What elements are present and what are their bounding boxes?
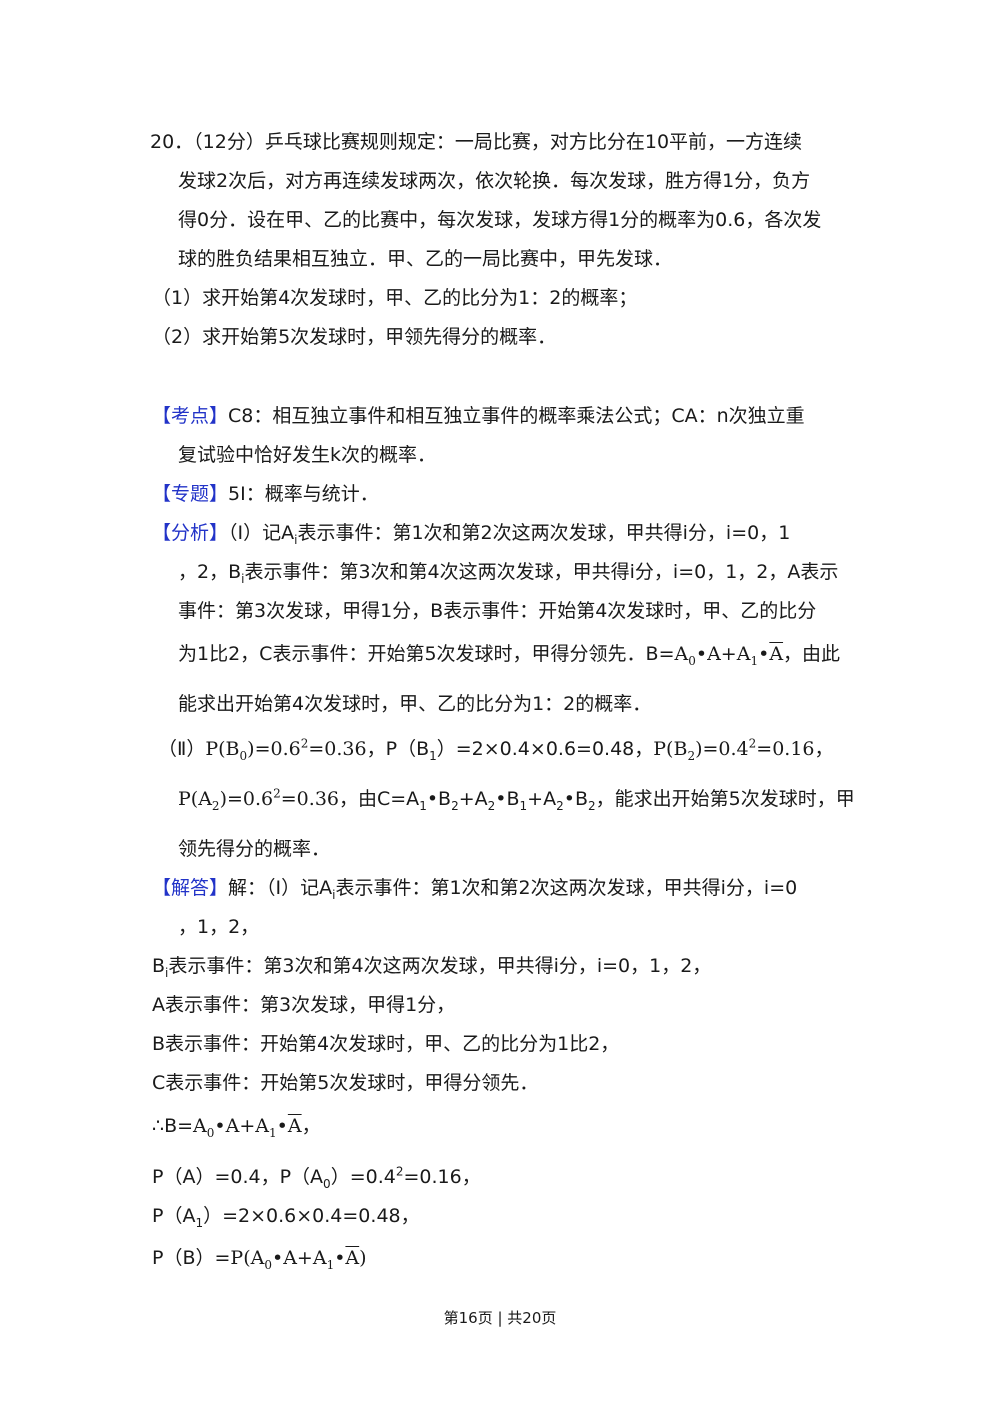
jieda-line-6: C表示事件：开始第5次发球时，甲得分领先． — [152, 1072, 539, 1094]
fenxi-line-3: 事件：第3次发球，甲得1分，B表示事件：开始第4次发球时，甲、乙的比分 — [178, 600, 817, 622]
jieda-tag: 【解答】 — [152, 877, 229, 899]
question-2: （2）求开始第5次发球时，甲领先得分的概率． — [152, 326, 557, 348]
problem-line-1: 20．（12分）乒乓球比赛规则规定：一局比赛，对方比分在10平前，一方连续 — [150, 131, 803, 153]
problem-line-2: 发球2次后，对方再连续发球两次，依次轮换．每次发球，胜方得1分，负方 — [178, 170, 811, 192]
problem-line-4: 球的胜负结果相互独立．甲、乙的一局比赛中，甲先发球． — [178, 248, 673, 270]
formula-b-expression-2: A0•A+A1•A， — [193, 1115, 321, 1140]
formula-p-a2: P(A2)=0.62=0.36 — [178, 786, 339, 813]
fenxi-line-6: （Ⅱ）P(B0)=0.62=0.36，P（B1）=2×0.4×0.6=0.48，… — [158, 736, 834, 763]
jieda-line-3: Bi表示事件：第3次和第4次这两次发球，甲共得i分，i=0，1，2， — [152, 955, 712, 980]
jieda-line-4: A表示事件：第3次发球，甲得1分， — [152, 994, 456, 1016]
question-1: （1）求开始第4次发球时，甲、乙的比分为1：2的概率； — [152, 287, 638, 309]
zhuanti-tag: 【专题】 — [152, 483, 229, 505]
kaodian-line-1: 【考点】C8：相互独立事件和相互独立事件的概率乘法公式；CA：n次独立重 — [152, 405, 805, 427]
zhuanti-line: 【专题】5I：概率与统计． — [152, 483, 379, 505]
jieda-line-7: ∴B=A0•A+A1•A， — [152, 1115, 321, 1140]
fenxi-line-2: ，2，Bi表示事件：第3次和第4次这两次发球，甲共得i分，i=0，1，2，A表示 — [178, 561, 839, 586]
fenxi-tag: 【分析】 — [152, 522, 229, 544]
fenxi-line-1: 【分析】（Ⅰ）记Ai表示事件：第1次和第2次这两次发球，甲共得i分，i=0，1 — [152, 522, 791, 547]
jieda-line-2: ，1，2， — [178, 916, 260, 938]
formula-p-b0: P(B0)=0.62=0.36 — [205, 736, 367, 763]
jieda-line-1: 【解答】解：（Ⅰ）记Ai表示事件：第1次和第2次这两次发球，甲共得i分，i=0 — [152, 877, 798, 902]
formula-p-b: P(A0•A+A1•A) — [230, 1247, 367, 1272]
jieda-line-10: P（B）=P(A0•A+A1•A) — [152, 1247, 367, 1272]
problem-line-3: 得0分．设在甲、乙的比赛中，每次发球，发球方得1分的概率为0.6，各次发 — [178, 209, 822, 231]
jieda-line-9: P（A1）=2×0.6×0.4=0.48， — [152, 1205, 420, 1230]
kaodian-line-2: 复试验中恰好发生k次的概率． — [178, 444, 437, 466]
fenxi-line-4: 为1比2，C表示事件：开始第5次发球时，甲得分领先．B=A0•A+A1•A，由此 — [178, 643, 841, 668]
jieda-line-5: B表示事件：开始第4次发球时，甲、乙的比分为1比2， — [152, 1033, 620, 1055]
kaodian-tag: 【考点】 — [152, 405, 229, 427]
page-footer: 第16页 | 共20页 — [443, 1309, 557, 1327]
jieda-line-8: P（A）=0.4，P（A0）=0.42=0.16， — [152, 1164, 481, 1191]
fenxi-line-7: P(A2)=0.62=0.36，由C=A1•B2+A2•B1+A2•B2，能求出… — [178, 786, 855, 813]
formula-p-b2: P(B2)=0.42=0.16， — [653, 736, 834, 763]
fenxi-line-5: 能求出开始第4次发球时，甲、乙的比分为1：2的概率． — [178, 693, 652, 715]
formula-b-expression: A0•A+A1•A — [674, 643, 784, 668]
fenxi-line-8: 领先得分的概率． — [178, 838, 331, 860]
